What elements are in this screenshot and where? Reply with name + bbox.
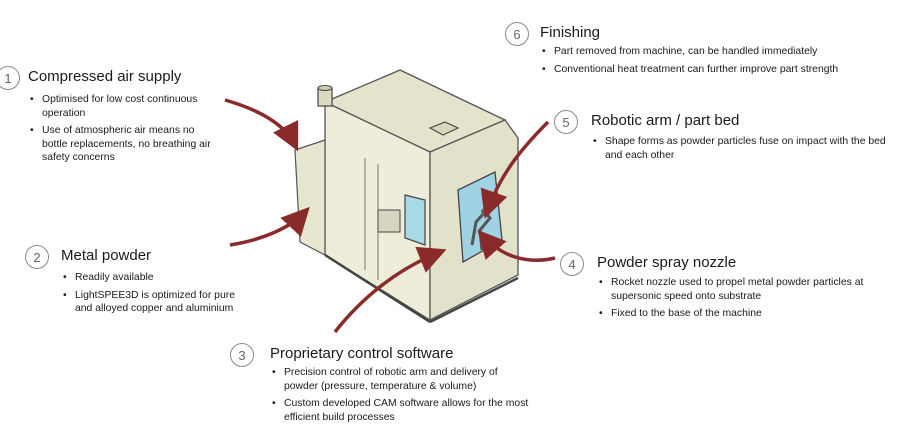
callout-2-title: Metal powder (61, 247, 152, 264)
callout-3-bullet-1: Precision control of robotic arm and del… (272, 366, 532, 393)
roof-hatch (428, 121, 460, 136)
control-panel (377, 209, 401, 233)
callout-2-bullet-1: Readily available (63, 271, 238, 285)
callout-4-bullet-2: Fixed to the base of the machine (599, 307, 889, 321)
machine-illustration (294, 69, 519, 324)
callout-2-number: 2 (25, 245, 49, 269)
callout-5-bullet-1: Shape forms as powder particles fuse on … (593, 135, 893, 162)
callout-1-number: 1 (0, 66, 20, 90)
callout-6-title: Finishing (540, 24, 601, 41)
callout-4-number: 4 (560, 252, 584, 276)
callout-4-bullet-1: Rocket nozzle used to propel metal powde… (599, 276, 889, 303)
callout-6-bullets: Part removed from machine, can be handle… (542, 45, 902, 80)
callout-4-title: Powder spray nozzle (597, 254, 737, 271)
arrow-1 (224, 98, 299, 152)
callout-1-bullet-1: Optimised for low cost continuous operat… (30, 93, 220, 120)
callout-1-bullets: Optimised for low cost continuous operat… (30, 93, 220, 169)
arrow-3 (333, 246, 447, 334)
callout-3-bullet-2: Custom developed CAM software allows for… (272, 397, 532, 424)
callout-6-number: 6 (505, 22, 529, 46)
arrow-4 (477, 229, 556, 262)
callout-2-bullet-2: LightSPEE3D is optimized for pure and al… (63, 289, 238, 316)
callout-3-number: 3 (230, 343, 254, 367)
callout-1-bullet-2: Use of atmospheric air means no bottle r… (30, 124, 220, 165)
callout-3-bullets: Precision control of robotic arm and del… (272, 366, 532, 428)
callout-6-bullet-1: Part removed from machine, can be handle… (542, 45, 902, 59)
callout-2-bullets: Readily available LightSPEE3D is optimiz… (63, 271, 238, 320)
callout-3-title: Proprietary control software (270, 345, 454, 362)
arrow-5 (480, 120, 550, 219)
arrow-2 (229, 206, 310, 247)
callout-4-bullets: Rocket nozzle used to propel metal powde… (599, 276, 889, 325)
callout-6-bullet-2: Conventional heat treatment can further … (542, 63, 902, 77)
front-window (404, 194, 426, 246)
callout-5-bullets: Shape forms as powder particles fuse on … (593, 135, 893, 166)
callout-5-number: 5 (554, 110, 578, 134)
callout-5-title: Robotic arm / part bed (591, 112, 740, 129)
callout-1-title: Compressed air supply (28, 68, 182, 85)
